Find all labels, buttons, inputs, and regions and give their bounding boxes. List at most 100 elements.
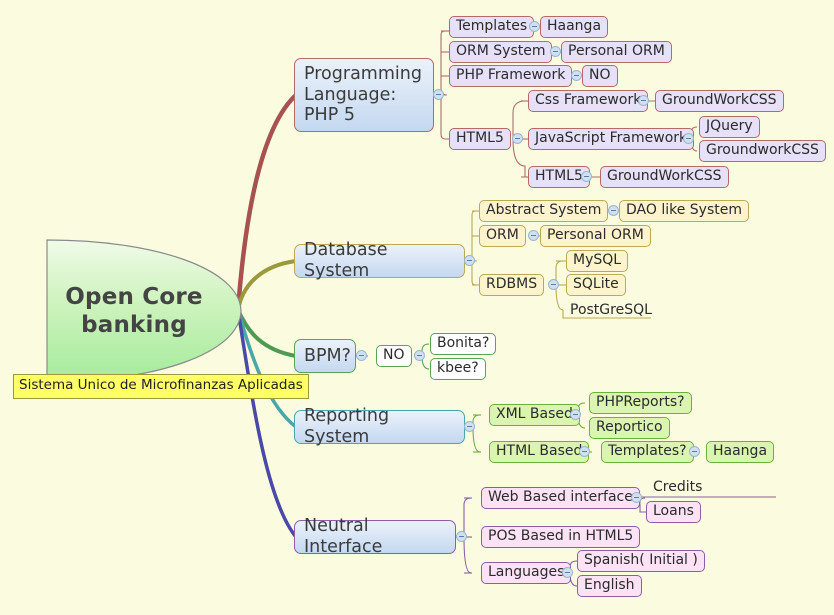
node-label: English xyxy=(584,577,635,594)
node-web-based-interface[interactable]: Web Based interface xyxy=(481,487,640,509)
node-no-1[interactable]: NO xyxy=(582,65,618,87)
branch-line-reporting xyxy=(236,308,298,429)
toggle-html5-a[interactable] xyxy=(512,133,523,144)
toggle-rdbms[interactable] xyxy=(548,279,559,290)
node-templates[interactable]: Templates xyxy=(449,16,535,38)
toggle-abstract-system[interactable] xyxy=(608,205,619,216)
node-label: JavaScript Framework xyxy=(535,130,688,147)
node-personal-orm-2[interactable]: Personal ORM xyxy=(540,225,651,247)
node-javascript-framework[interactable]: JavaScript Framework xyxy=(528,128,695,150)
toggle-reporting-system[interactable] xyxy=(464,421,475,432)
node-no-2[interactable]: NO xyxy=(376,345,412,367)
node-postgresql[interactable]: PostGreSQL xyxy=(568,300,654,320)
node-groundworkcss-1[interactable]: GroundWorkCSS xyxy=(655,90,784,112)
toggle-no-2[interactable] xyxy=(414,350,425,361)
node-label: JQuery xyxy=(706,118,753,135)
branch-label-database-system: Database System xyxy=(304,240,388,281)
node-label: PHPReports? xyxy=(596,394,685,411)
branch-node-database-system[interactable]: Database System xyxy=(294,240,465,281)
node-label: HTML Based xyxy=(496,443,583,460)
toggle-languages[interactable] xyxy=(562,567,573,578)
toggle-web-based-interface[interactable] xyxy=(631,492,642,503)
node-label: PHP Framework xyxy=(456,67,566,84)
root-node[interactable]: Open Core banking xyxy=(46,238,240,384)
branch-label-reporting-system: Reporting System xyxy=(304,406,390,447)
branch-node-reporting-system[interactable]: Reporting System xyxy=(294,406,465,447)
node-label: Bonita? xyxy=(437,335,490,352)
node-groundworkcss-3[interactable]: GroundWorkCSS xyxy=(600,166,729,188)
node-phpreports[interactable]: PHPReports? xyxy=(589,392,692,414)
toggle-html5-b[interactable] xyxy=(581,171,592,182)
toggle-neutral-interface[interactable] xyxy=(456,531,467,542)
branch-line-programming xyxy=(235,92,299,313)
node-php-framework[interactable]: PHP Framework xyxy=(449,65,573,87)
node-label: Templates? xyxy=(608,443,687,460)
node-loans[interactable]: Loans xyxy=(646,501,701,523)
node-jquery[interactable]: JQuery xyxy=(699,116,760,138)
toggle-orm-system[interactable] xyxy=(550,46,561,57)
toggle-orm[interactable] xyxy=(528,230,539,241)
branch-node-bpm[interactable]: BPM? xyxy=(294,339,356,373)
root-node-label: Open Core banking xyxy=(65,283,203,338)
toggle-php-framework[interactable] xyxy=(571,70,582,81)
node-label: MySQL xyxy=(573,252,622,269)
node-english[interactable]: English xyxy=(577,575,642,597)
node-label: Templates xyxy=(456,18,528,35)
node-orm[interactable]: ORM xyxy=(479,225,526,247)
node-label: ORM xyxy=(486,227,519,244)
node-bonita[interactable]: Bonita? xyxy=(430,333,497,355)
node-kbee[interactable]: kbee? xyxy=(430,358,486,380)
toggle-templates[interactable] xyxy=(529,21,540,32)
node-languages[interactable]: Languages xyxy=(481,562,572,584)
node-label: XML Based xyxy=(496,406,573,423)
node-sqlite[interactable]: SQLite xyxy=(566,274,626,296)
node-xml-based[interactable]: XML Based xyxy=(489,404,580,426)
node-rdbms[interactable]: RDBMS xyxy=(479,274,545,296)
node-credits[interactable]: Credits xyxy=(651,477,704,497)
node-label: HTML5 xyxy=(456,130,504,147)
toggle-html-based[interactable] xyxy=(579,446,590,457)
node-label: Personal ORM xyxy=(547,227,644,244)
node-label: POS Based in HTML5 xyxy=(488,528,634,545)
node-label: HTML5 xyxy=(535,168,583,185)
node-pos-based[interactable]: POS Based in HTML5 xyxy=(481,526,641,548)
node-label: Languages xyxy=(488,564,565,581)
toggle-database-system[interactable] xyxy=(464,255,475,266)
node-html-based[interactable]: HTML Based xyxy=(489,441,590,463)
node-mysql[interactable]: MySQL xyxy=(566,250,629,272)
node-label: Abstract System xyxy=(486,202,602,219)
node-label: NO xyxy=(589,67,611,84)
node-orm-system[interactable]: ORM System xyxy=(449,41,553,63)
branch-node-programming-language[interactable]: Programming Language: PHP 5 xyxy=(294,58,434,132)
node-reportico[interactable]: Reportico xyxy=(589,417,670,439)
node-groundworkcss-2[interactable]: GroundworkCSS xyxy=(699,140,826,162)
node-abstract-system[interactable]: Abstract System xyxy=(479,200,609,222)
node-css-framework[interactable]: Css Framework xyxy=(528,90,649,112)
node-haanga-1[interactable]: Haanga xyxy=(540,16,609,38)
node-spanish[interactable]: Spanish( Initial ) xyxy=(577,550,705,572)
branch-node-neutral-interface[interactable]: Neutral Interface xyxy=(294,516,456,557)
node-templates-q[interactable]: Templates? xyxy=(601,441,694,463)
branch-line-neutral xyxy=(236,308,298,539)
node-label: Web Based interface xyxy=(488,489,633,506)
node-haanga-2[interactable]: Haanga xyxy=(706,441,775,463)
toggle-programming-language[interactable] xyxy=(433,89,444,100)
toggle-css-framework[interactable] xyxy=(638,95,649,106)
node-html5-a[interactable]: HTML5 xyxy=(449,128,511,150)
node-html5-b[interactable]: HTML5 xyxy=(528,166,590,188)
toggle-xml-based[interactable] xyxy=(570,409,581,420)
node-label: Personal ORM xyxy=(568,43,665,60)
toggle-bpm[interactable] xyxy=(356,350,367,361)
toggle-templates-q[interactable] xyxy=(689,446,700,457)
branch-label-bpm: BPM? xyxy=(304,345,351,366)
node-label: Spanish( Initial ) xyxy=(584,552,698,569)
node-label: GroundworkCSS xyxy=(706,142,819,159)
root-subtitle-banner: Sistema Unico de Microfinanzas Aplicadas xyxy=(13,374,309,399)
branch-line-database xyxy=(236,259,298,312)
node-personal-orm-1[interactable]: Personal ORM xyxy=(561,41,672,63)
node-dao-like-system[interactable]: DAO like System xyxy=(619,200,749,222)
node-label: ORM System xyxy=(456,43,546,60)
toggle-javascript-framework[interactable] xyxy=(683,133,694,144)
node-label: GroundWorkCSS xyxy=(662,92,777,109)
